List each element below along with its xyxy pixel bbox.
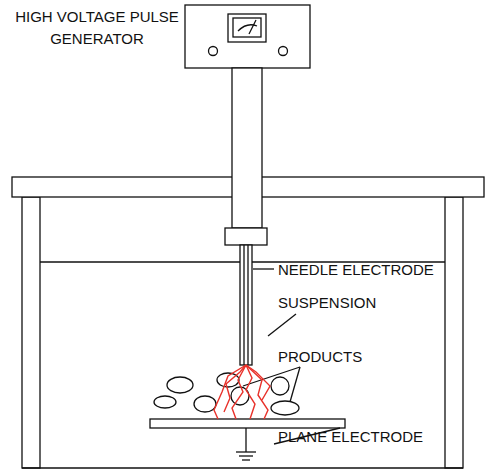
product-particle — [154, 396, 176, 408]
product-particle — [167, 377, 193, 393]
meter-needle — [249, 20, 256, 34]
part-label: PRODUCTS — [278, 346, 362, 368]
container-wall — [445, 197, 463, 468]
needle-core — [247, 245, 248, 365]
needle-electrode — [240, 245, 252, 365]
leader-line — [268, 314, 296, 336]
leader-line — [253, 268, 274, 269]
leader-line — [290, 367, 300, 402]
meter-scale — [238, 25, 257, 31]
product-particle — [271, 377, 289, 395]
meter — [228, 14, 266, 42]
meter-face — [233, 18, 261, 37]
knob — [279, 47, 288, 56]
knob — [209, 47, 218, 56]
electrode-holder — [225, 228, 267, 245]
title: HIGH VOLTAGE PULSE GENERATOR — [4, 6, 190, 50]
needle-core — [243, 245, 244, 365]
ground-symbol — [242, 459, 250, 460]
pulse-generator — [185, 5, 310, 68]
part-label: NEEDLE ELECTRODE — [278, 259, 434, 281]
part-label: PLANE ELECTRODE — [278, 426, 423, 448]
container-wall — [22, 197, 40, 468]
ground-symbol — [239, 455, 253, 456]
product-particle — [194, 396, 216, 412]
product-particle — [271, 401, 299, 415]
ground-symbol — [236, 451, 256, 452]
plane-electrode — [150, 419, 345, 428]
ground-wire — [245, 428, 246, 452]
electrode-shaft — [232, 68, 262, 228]
discharge-sparks — [214, 365, 270, 419]
container-bottom — [22, 467, 463, 468]
part-label: SUSPENSION — [278, 292, 376, 314]
